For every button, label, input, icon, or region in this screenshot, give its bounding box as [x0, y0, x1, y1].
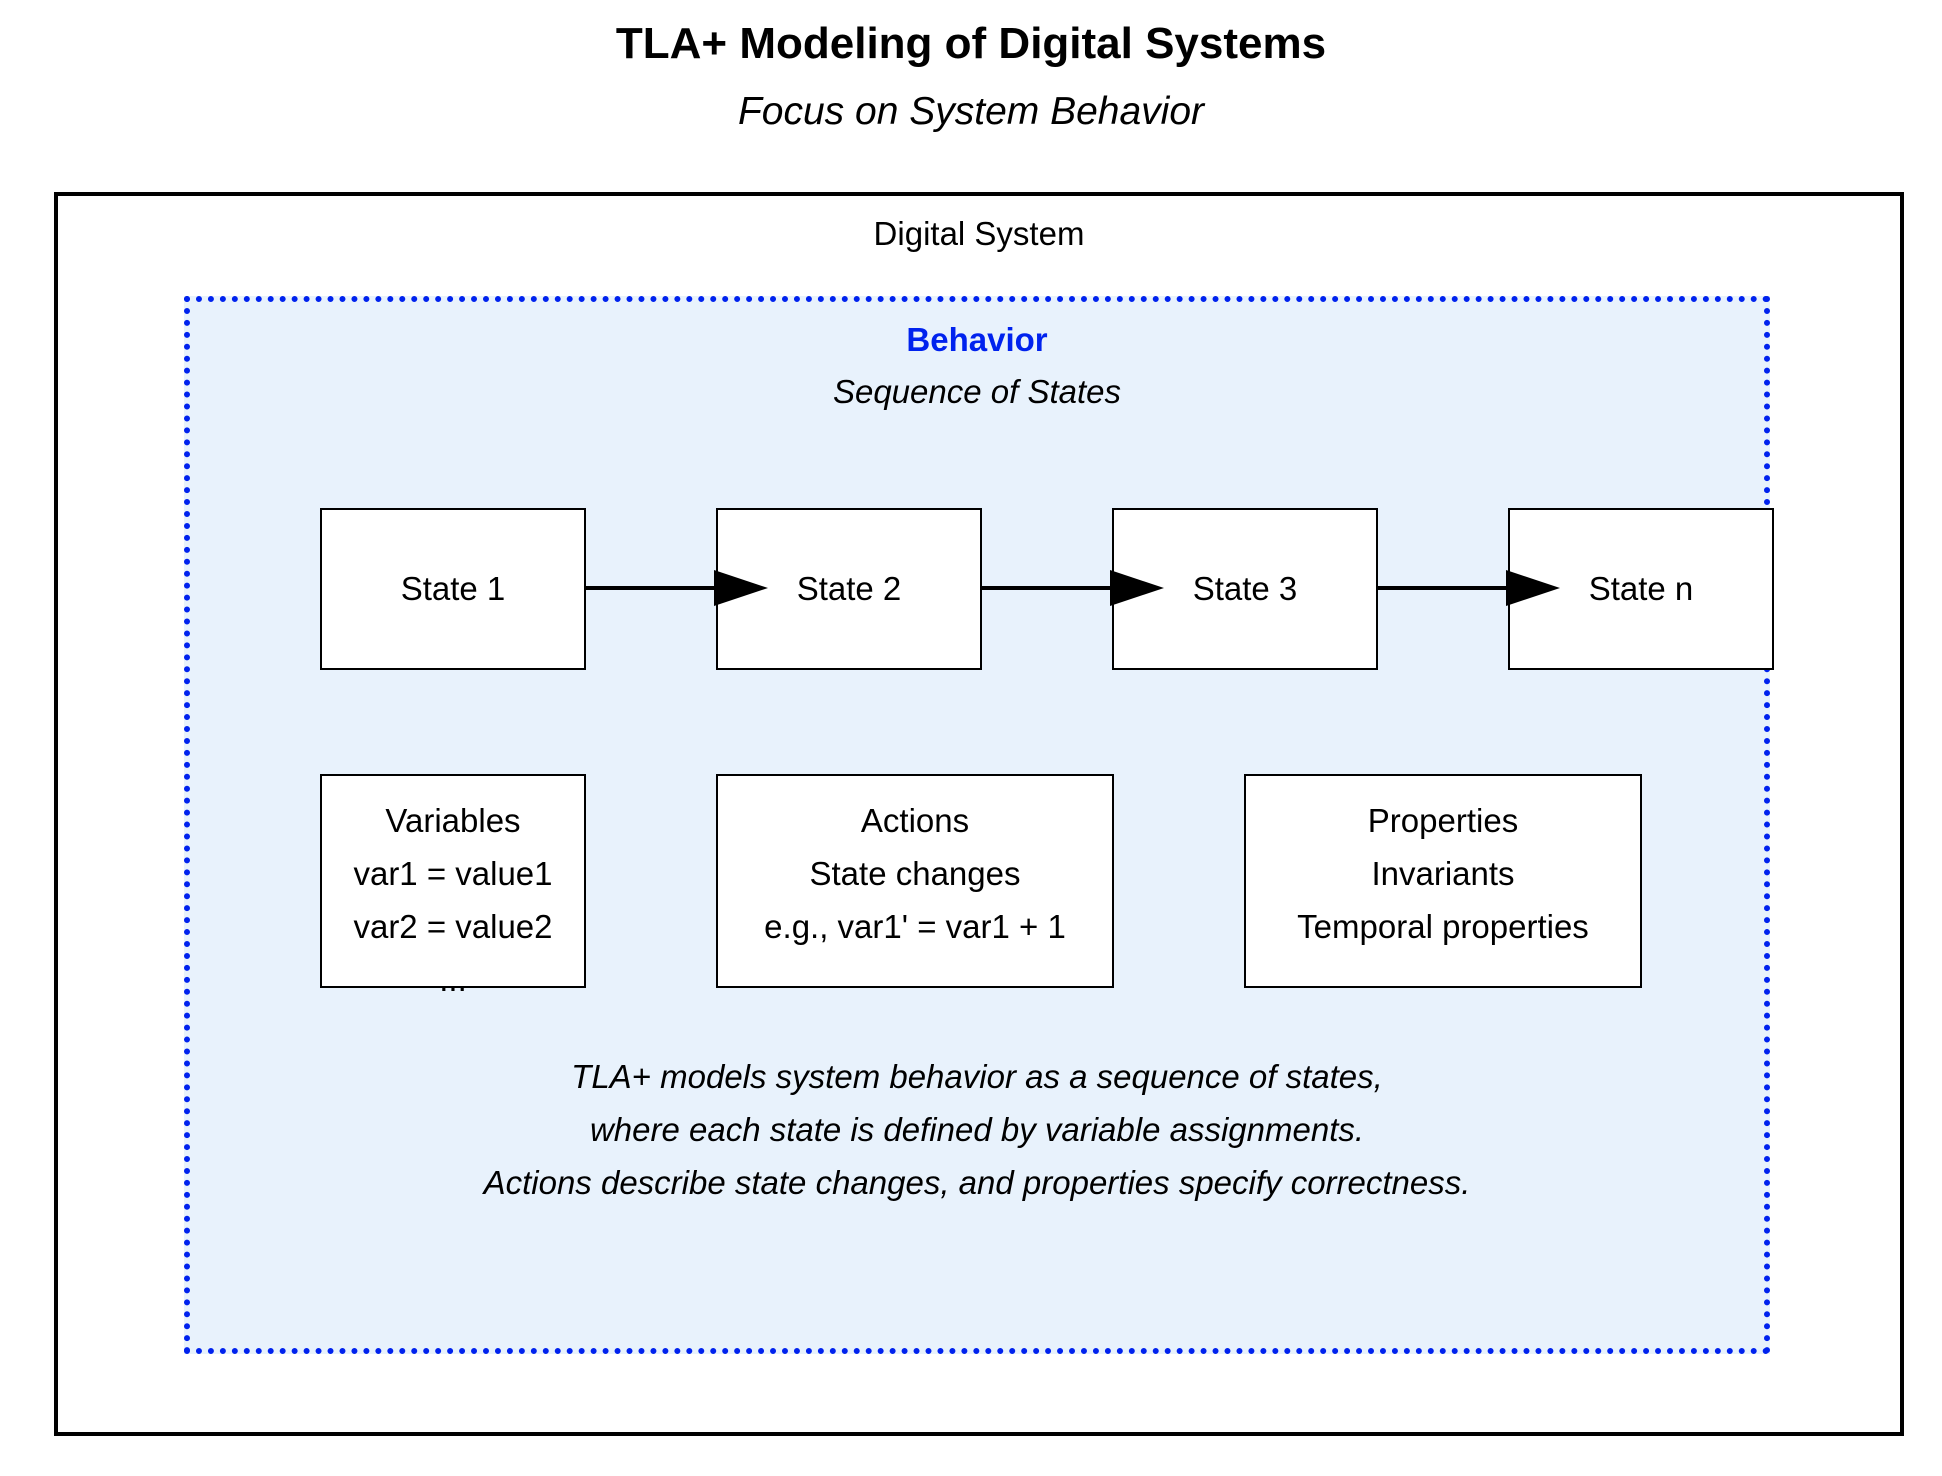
properties-box: Properties Invariants Temporal propertie… — [1244, 774, 1642, 988]
actions-box: Actions State changes e.g., var1' = var1… — [716, 774, 1114, 988]
properties-line: Temporal properties — [1297, 908, 1589, 945]
state-node-3: State 3 — [1112, 508, 1378, 670]
state-node-1: State 1 — [320, 508, 586, 670]
behavior-description: TLA+ models system behavior as a sequenc… — [184, 1050, 1770, 1209]
variables-line: var2 = value2 — [353, 908, 553, 945]
state-label: State 3 — [1192, 570, 1298, 607]
transition-arrow-3-n — [1378, 570, 1560, 606]
properties-line: Invariants — [1371, 855, 1515, 892]
behavior-title: Behavior — [906, 321, 1048, 358]
properties-heading: Properties — [1367, 802, 1519, 839]
state-label: State n — [1588, 570, 1694, 607]
actions-line: State changes — [809, 855, 1021, 892]
variables-ellipsis: ... — [439, 961, 467, 998]
state-label: State 1 — [400, 570, 506, 607]
description-line: TLA+ models system behavior as a sequenc… — [571, 1058, 1383, 1095]
state-label: State 2 — [796, 570, 902, 607]
digital-system-container — [54, 192, 1904, 1436]
diagram-subtitle: Focus on System Behavior — [737, 90, 1205, 133]
transition-arrow-2-3 — [982, 570, 1164, 606]
diagram-title: TLA+ Modeling of Digital Systems — [615, 19, 1327, 68]
actions-example: e.g., var1' = var1 + 1 — [764, 908, 1066, 945]
variables-box: Variables var1 = value1 var2 = value2 ..… — [320, 774, 586, 998]
description-line: where each state is defined by variable … — [589, 1111, 1365, 1148]
variables-heading: Variables — [385, 802, 521, 839]
behavior-subtitle: Sequence of States — [832, 373, 1122, 410]
actions-heading: Actions — [860, 802, 970, 839]
digital-system-label: Digital System — [873, 215, 1085, 252]
variables-line: var1 = value1 — [353, 855, 553, 892]
description-line: Actions describe state changes, and prop… — [483, 1164, 1471, 1201]
transition-arrow-1-2 — [586, 570, 768, 606]
